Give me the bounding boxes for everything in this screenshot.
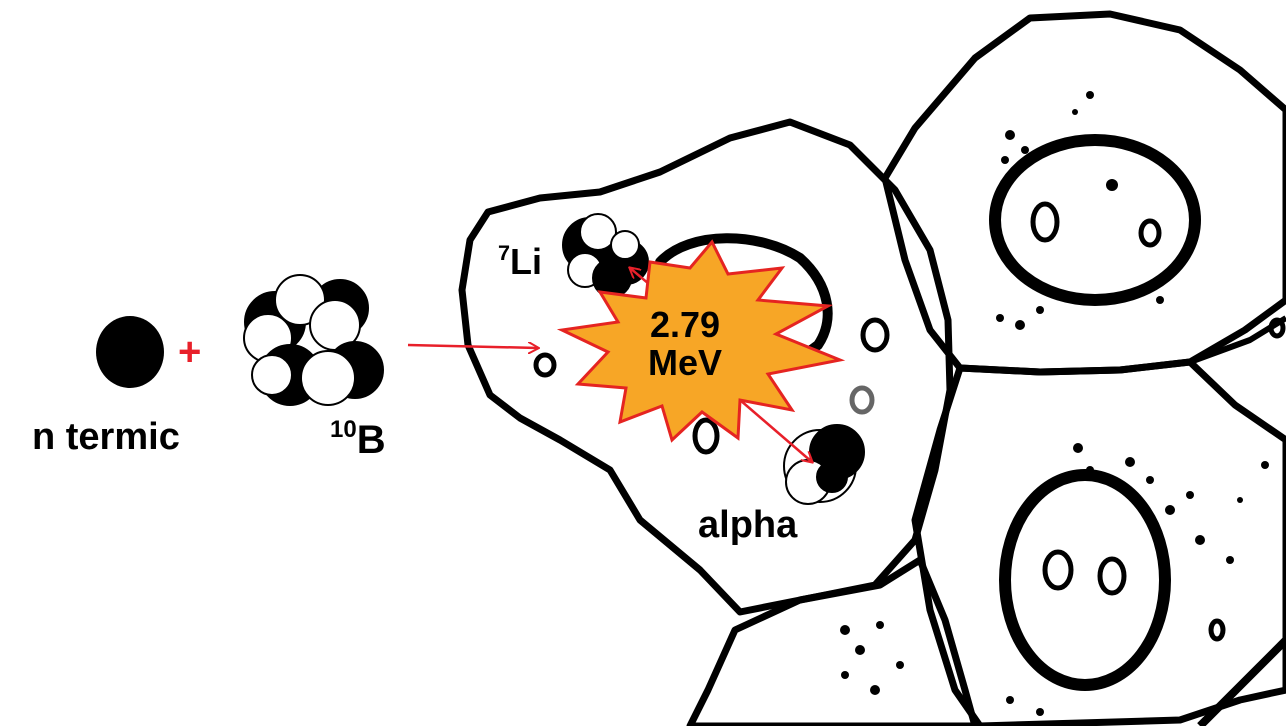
energy-label: 2.79 MeV — [600, 306, 770, 382]
neutron-label: n termic — [32, 418, 180, 456]
cell-edge-bottom-right — [1200, 640, 1286, 726]
lithium-mass-number: 7 — [498, 240, 510, 265]
cell-bottom — [690, 560, 975, 726]
plus-sign: + — [178, 332, 201, 372]
vesicle — [1045, 552, 1071, 588]
energy-unit: MeV — [600, 344, 770, 382]
lithium-7-nucleus — [563, 214, 648, 297]
vesicle — [852, 388, 872, 412]
boron-10-nucleus — [244, 275, 383, 405]
alpha-label: alpha — [698, 506, 797, 544]
nucleus-top-right — [995, 140, 1195, 300]
granules — [840, 91, 1269, 716]
plus-text: + — [178, 330, 201, 374]
vesicle — [1271, 320, 1283, 336]
cell-middle-right — [915, 362, 1286, 726]
lithium-label: 7Li — [498, 244, 542, 280]
vesicle — [695, 420, 717, 452]
boron-mass-number: 10 — [330, 416, 357, 443]
incoming-arrow — [408, 345, 538, 348]
energy-value: 2.79 — [600, 306, 770, 344]
alpha-label-text: alpha — [698, 504, 797, 546]
vesicle — [1100, 559, 1124, 593]
vesicle — [536, 355, 554, 375]
vesicle — [1211, 621, 1223, 639]
nucleus-middle-right — [1005, 475, 1165, 685]
vesicle — [1141, 221, 1159, 245]
boron-label: 10B — [330, 420, 386, 460]
lithium-symbol: Li — [510, 241, 542, 282]
alpha-arrow — [740, 400, 812, 462]
boron-symbol: B — [357, 418, 386, 462]
neutron-label-text: n termic — [32, 416, 180, 458]
vesicle — [1033, 204, 1057, 240]
alpha-particle — [784, 425, 864, 504]
neutron-particle — [96, 316, 164, 388]
vesicle — [863, 320, 887, 350]
